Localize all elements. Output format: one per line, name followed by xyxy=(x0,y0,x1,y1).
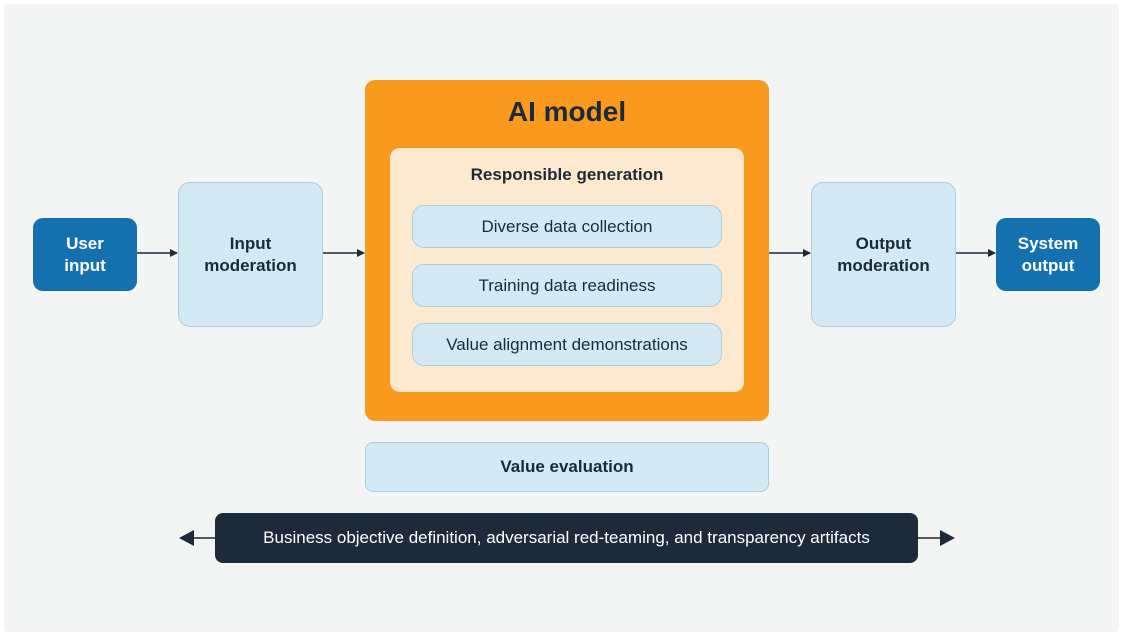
step-training-data-readiness: Training data readiness xyxy=(412,264,722,307)
input-moderation-box: Input moderation xyxy=(178,182,323,327)
banner-right-arrowhead xyxy=(940,530,955,546)
governance-banner: Business objective definition, adversari… xyxy=(215,513,918,563)
banner-left-arrowhead xyxy=(179,530,194,546)
value-evaluation-box: Value evaluation xyxy=(365,442,769,492)
user-input-box: User input xyxy=(33,218,137,291)
responsible-generation-title: Responsible generation xyxy=(470,165,664,184)
system-output-box: System output xyxy=(996,218,1100,291)
step-value-alignment-demonstrations: Value alignment demonstrations xyxy=(412,323,722,366)
step-diverse-data-collection: Diverse data collection xyxy=(412,205,722,248)
output-moderation-box: Output moderation xyxy=(811,182,956,327)
ai-model-title: AI model xyxy=(507,96,627,127)
